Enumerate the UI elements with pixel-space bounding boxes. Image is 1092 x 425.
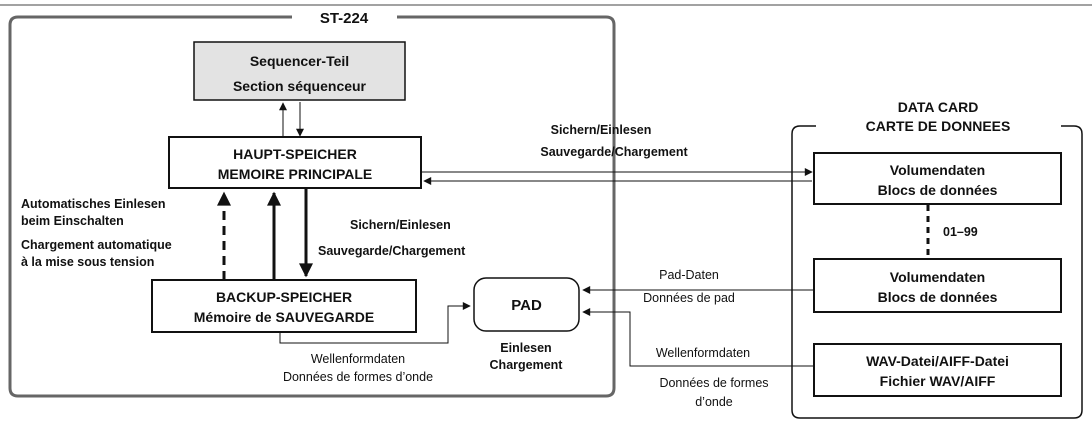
st224-frame — [8, 15, 616, 398]
wave-inner-fr: Données de formes d’onde — [283, 370, 433, 384]
backup-memory-label-de: BACKUP-SPEICHER — [216, 289, 352, 305]
pad-label: PAD — [511, 297, 542, 314]
arrow-backup-to-pad — [279, 302, 471, 344]
pad-load-fr: Chargement — [490, 358, 564, 372]
sequencer-label-fr: Section séquenceur — [233, 78, 367, 94]
data-card-title-fr: CARTE DE DONNEES — [866, 118, 1011, 134]
save-load-inner-fr: Sauvegarde/Chargement — [318, 244, 466, 258]
wave-card-fr: Données de formes — [659, 376, 768, 390]
volume-top-label-de: Volumendaten — [890, 162, 985, 178]
backup-memory-box — [151, 279, 417, 333]
main-memory-label-de: HAUPT-SPEICHER — [233, 146, 357, 162]
auto-load-line1: Automatisches Einlesen — [21, 197, 166, 211]
volume-range-label: 01–99 — [943, 225, 978, 239]
save-load-card-fr: Sauvegarde/Chargement — [540, 145, 688, 159]
backup-memory-label-fr: Mémoire de SAUVEGARDE — [194, 309, 374, 325]
sequencer-box — [193, 41, 406, 101]
auto-load-line4: à la mise sous tension — [21, 255, 154, 269]
data-card-title-de: DATA CARD — [898, 99, 979, 115]
data-card-frame — [791, 125, 1083, 419]
main-memory-label-fr: MEMOIRE PRINCIPALE — [218, 166, 373, 182]
wave-card-fr-cont: d’onde — [695, 395, 733, 409]
pad-load-de: Einlesen — [500, 341, 551, 355]
pad-data-fr: Données de pad — [643, 291, 735, 305]
volume-top-label-fr: Blocs de données — [878, 182, 998, 198]
auto-load-line3: Chargement automatique — [21, 238, 172, 252]
wav-file-label-fr: Fichier WAV/AIFF — [880, 373, 996, 389]
wave-card-de: Wellenformdaten — [656, 346, 750, 360]
pad-box — [473, 277, 580, 332]
st224-label: ST-224 — [320, 10, 369, 27]
arrow-wav-to-pad — [582, 308, 814, 367]
volume-top-box — [813, 152, 1062, 205]
wave-inner-de: Wellenformdaten — [311, 352, 405, 366]
wav-file-box — [813, 343, 1062, 397]
wav-file-label-de: WAV-Datei/AIFF-Datei — [866, 353, 1009, 369]
pad-data-de: Pad-Daten — [659, 268, 719, 282]
main-memory-box — [168, 136, 422, 189]
volume-bottom-label-fr: Blocs de données — [878, 289, 998, 305]
save-load-card-de: Sichern/Einlesen — [551, 123, 652, 137]
sequencer-label-de: Sequencer-Teil — [250, 53, 349, 69]
save-load-inner-de: Sichern/Einlesen — [350, 218, 451, 232]
volume-bottom-label-de: Volumendaten — [890, 269, 985, 285]
auto-load-line2: beim Einschalten — [21, 214, 124, 228]
volume-bottom-box — [813, 258, 1062, 313]
